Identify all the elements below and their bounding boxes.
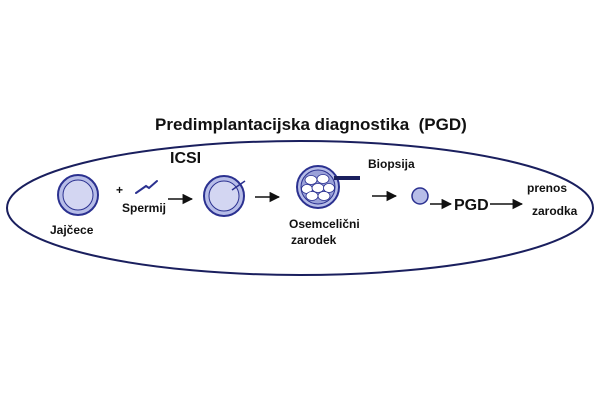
egg-cell [57,174,99,216]
fertilized-cell [203,175,246,217]
transfer-label-line2: zarodka [532,204,578,218]
diagram-title: Predimplantacijska diagnostika (PGD) [155,115,467,134]
transfer-label-line1: prenos [527,181,567,195]
biopsy-label: Biopsija [368,157,415,171]
biopsy-pipette [334,176,360,180]
embryo-label-line2: zarodek [291,233,337,247]
biopsied-cell [411,187,429,205]
embryo-label-line1: Osemcelični [289,217,360,231]
plus-sign: + [116,183,123,197]
egg-label: Jajčece [50,223,94,237]
sperm-label: Spermij [122,201,166,215]
outer-ellipse [6,140,594,276]
icsi-label: ICSI [170,150,201,167]
eight-cell-embryo [296,165,340,209]
sperm-icon [135,180,158,194]
pgd-label: PGD [454,197,489,214]
